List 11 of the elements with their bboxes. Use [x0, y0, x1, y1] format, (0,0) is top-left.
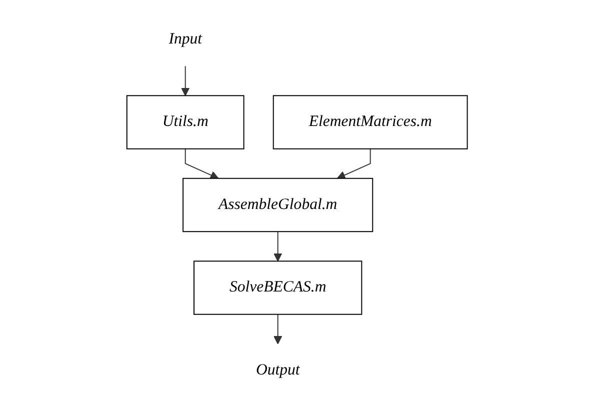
arrow [274, 314, 283, 344]
node-box: SolveBECAS.m [194, 260, 363, 315]
node-box: ElementMatrices.m [273, 95, 468, 150]
node-text: Output [256, 362, 300, 378]
node-box: AssembleGlobal.m [182, 178, 374, 232]
arrow [185, 148, 220, 180]
node-text: Input [169, 30, 202, 48]
arrow [337, 148, 372, 180]
arrow [274, 231, 283, 262]
arrow [181, 66, 190, 96]
node-box: Utils.m [126, 95, 245, 150]
